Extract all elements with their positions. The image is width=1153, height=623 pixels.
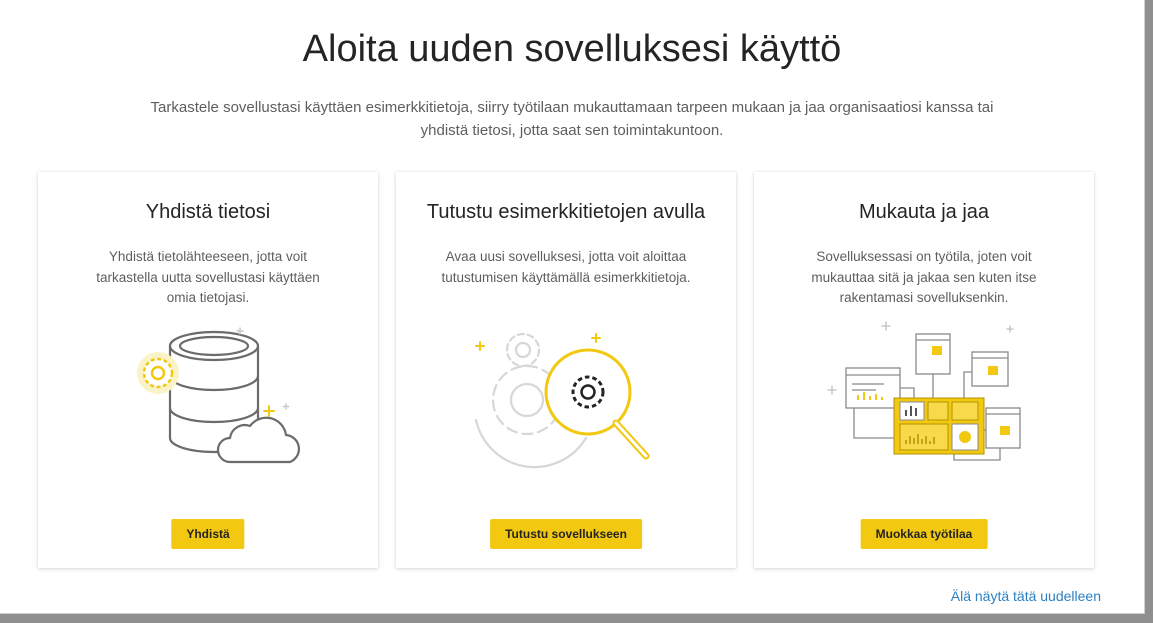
- card-description: Yhdistä tietolähteeseen, jotta voit tark…: [96, 249, 320, 305]
- database-cloud-gear-icon: [108, 320, 308, 470]
- dialog-title: Aloita uuden sovelluksesi käyttö: [302, 28, 842, 70]
- connect-button[interactable]: Yhdistä: [171, 519, 245, 549]
- card-title: Mukauta ja jaa: [858, 201, 990, 223]
- get-started-dialog: Aloita uuden sovelluksesi käyttö Tarkast…: [0, 0, 1145, 614]
- card-customize-share: Mukauta ja jaa Sovelluksessasi on työtil…: [754, 172, 1094, 568]
- card-description: Avaa uusi sovelluksesi, jotta voit aloit…: [441, 249, 691, 285]
- card-description: Sovelluksessasi on työtila, joten voit m…: [811, 249, 1037, 305]
- dialog-subtitle: Tarkastele sovellustasi käyttäen esimerk…: [150, 99, 994, 139]
- card-title: Yhdistä tietosi: [145, 201, 271, 223]
- explore-app-button[interactable]: Tutustu sovellukseen: [490, 519, 642, 549]
- card-title: Tutustu esimerkkitietojen avulla: [426, 201, 706, 223]
- gears-magnifier-icon: [466, 320, 666, 470]
- edit-workspace-button[interactable]: Muokkaa työtilaa: [860, 519, 988, 549]
- card-connect-data: Yhdistä tietosi Yhdistä tietolähteeseen,…: [38, 172, 378, 568]
- dont-show-again-link[interactable]: Älä näytä tätä uudelleen: [950, 588, 1101, 604]
- workspace-dashboard-icon: [824, 320, 1024, 470]
- card-explore-sample: Tutustu esimerkkitietojen avulla Avaa uu…: [396, 172, 736, 568]
